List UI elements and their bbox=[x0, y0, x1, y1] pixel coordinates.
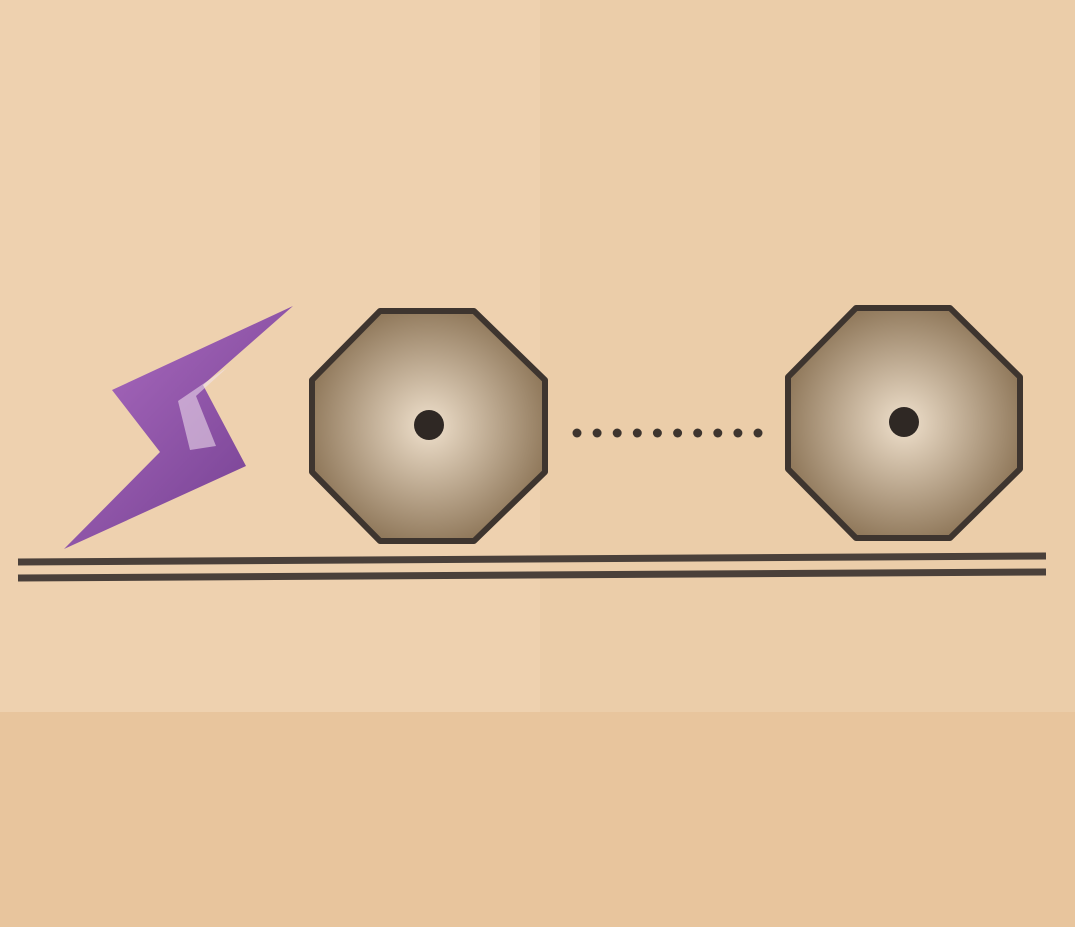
center-dot-left bbox=[414, 410, 444, 440]
lightning-bolt-highlight bbox=[178, 367, 228, 450]
connector-dot bbox=[652, 428, 662, 438]
connector-dot bbox=[572, 428, 582, 438]
connector-dot bbox=[713, 428, 723, 438]
dotted-connector bbox=[572, 428, 763, 438]
ground-line-top bbox=[17, 552, 1047, 566]
ground-line-bottom bbox=[17, 568, 1047, 582]
connector-dot bbox=[693, 428, 703, 438]
connector-dot bbox=[753, 428, 763, 438]
lightning-bolt-icon bbox=[64, 306, 293, 549]
paper-panel-bottom bbox=[0, 712, 1075, 927]
center-dot-right bbox=[889, 407, 919, 437]
connector-dot bbox=[612, 428, 622, 438]
connector-dot bbox=[592, 428, 602, 438]
connector-dot bbox=[673, 428, 683, 438]
connector-dot bbox=[733, 428, 743, 438]
connector-dot bbox=[632, 428, 642, 438]
